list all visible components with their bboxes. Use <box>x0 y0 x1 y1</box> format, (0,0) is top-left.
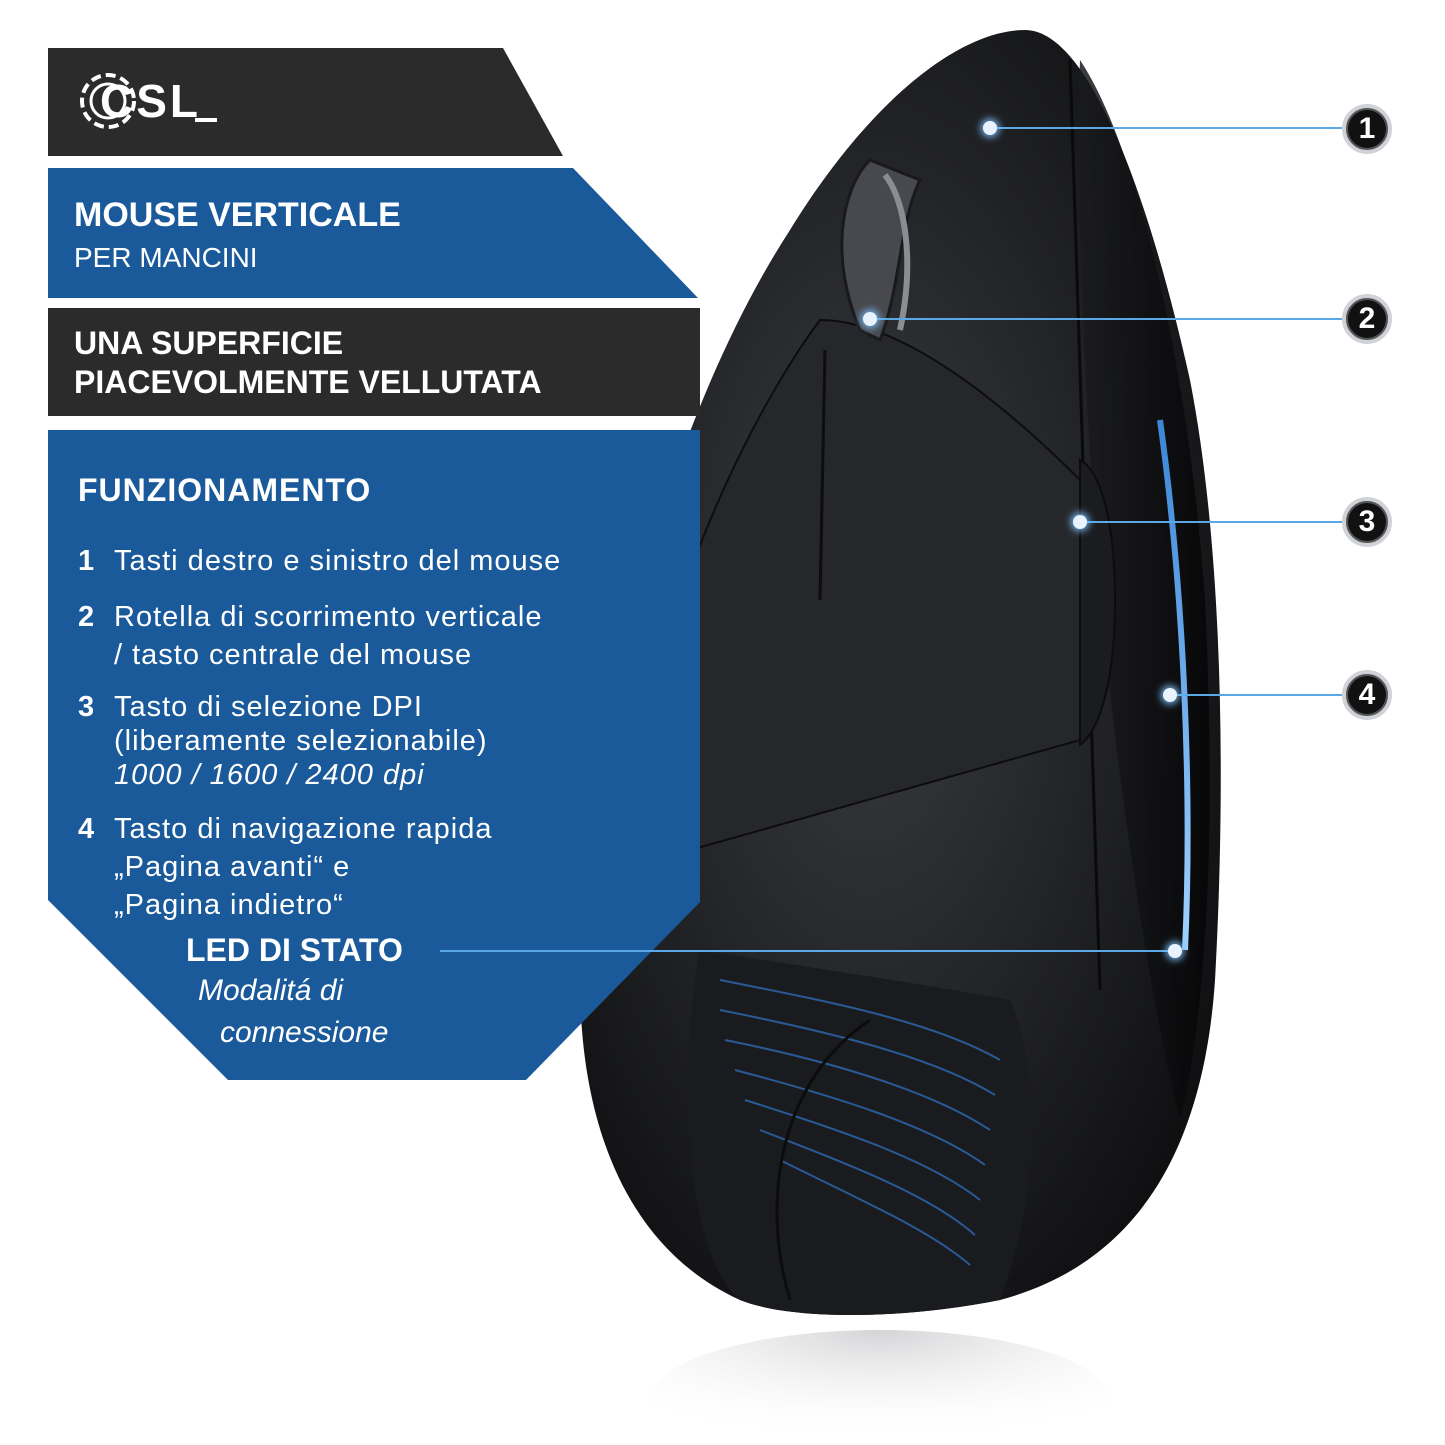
callout-dot-led <box>1168 944 1182 958</box>
title-panel <box>48 168 698 298</box>
feature-item-2: 2 Rotella di scorrimento verticale / tast… <box>78 598 542 674</box>
led-line-1: Modalitá di <box>198 974 344 1007</box>
feature-number: 1 <box>78 545 96 577</box>
callout-line-led <box>440 950 1175 952</box>
callout-number-2: 2 <box>1342 294 1392 344</box>
callout-dot-2 <box>863 312 877 326</box>
title-line-1: MOUSE VERTICALE <box>74 196 401 234</box>
callout-line-2 <box>870 318 1342 320</box>
surface-panel <box>48 308 700 416</box>
title-line-2: PER MANCINI <box>74 242 258 273</box>
feature-number: 4 <box>78 813 96 845</box>
feature-item-1: 1 Tasti destro e sinistro del mouse <box>78 545 561 578</box>
callout-dot-1 <box>983 121 997 135</box>
callout-number-3: 3 <box>1342 497 1392 547</box>
led-line-2: connessione <box>220 1016 389 1049</box>
brand-logo-text: CSL <box>100 75 201 127</box>
callout-number-4: 4 <box>1342 670 1392 720</box>
feature-number: 2 <box>78 601 96 633</box>
led-title: LED DI STATO <box>186 932 403 968</box>
feature-number: 3 <box>78 691 96 723</box>
feature-text: „Pagina avanti“ e <box>114 851 351 883</box>
surface-line-1: UNA SUPERFICIE <box>74 325 344 361</box>
callout-line-4 <box>1170 694 1342 696</box>
callout-number-1: 1 <box>1342 104 1392 154</box>
feature-item-3: 3 Tasto di selezione DPI (liberamente sel… <box>78 690 488 792</box>
feature-text: „Pagina indietro“ <box>114 889 344 921</box>
logo-bar <box>48 48 563 156</box>
surface-line-2: PIACEVOLMENTE VELLUTATA <box>74 364 542 400</box>
dpi-values: 1000 / 1600 / 2400 dpi <box>114 759 425 791</box>
feature-text: Tasto di navigazione rapida <box>114 813 493 845</box>
feature-text: Tasto di selezione DPI <box>114 691 423 723</box>
callout-line-3 <box>1080 521 1342 523</box>
feature-text: Rotella di scorrimento verticale <box>114 601 543 633</box>
feature-text: Tasti destro e sinistro del mouse <box>114 545 562 577</box>
feature-text: / tasto centrale del mouse <box>114 639 473 671</box>
features-heading: FUNZIONAMENTO <box>78 472 372 508</box>
callout-dot-4 <box>1163 688 1177 702</box>
csl-logo-icon <box>80 73 136 129</box>
feature-text: (liberamente selezionabile) <box>114 725 488 757</box>
feature-item-4: 4 Tasto di navigazione rapida „Pagina ava… <box>78 810 492 924</box>
callout-dot-3 <box>1073 515 1087 529</box>
callout-line-1 <box>990 127 1342 129</box>
features-panel <box>48 430 700 1082</box>
logo-underline <box>195 118 217 122</box>
